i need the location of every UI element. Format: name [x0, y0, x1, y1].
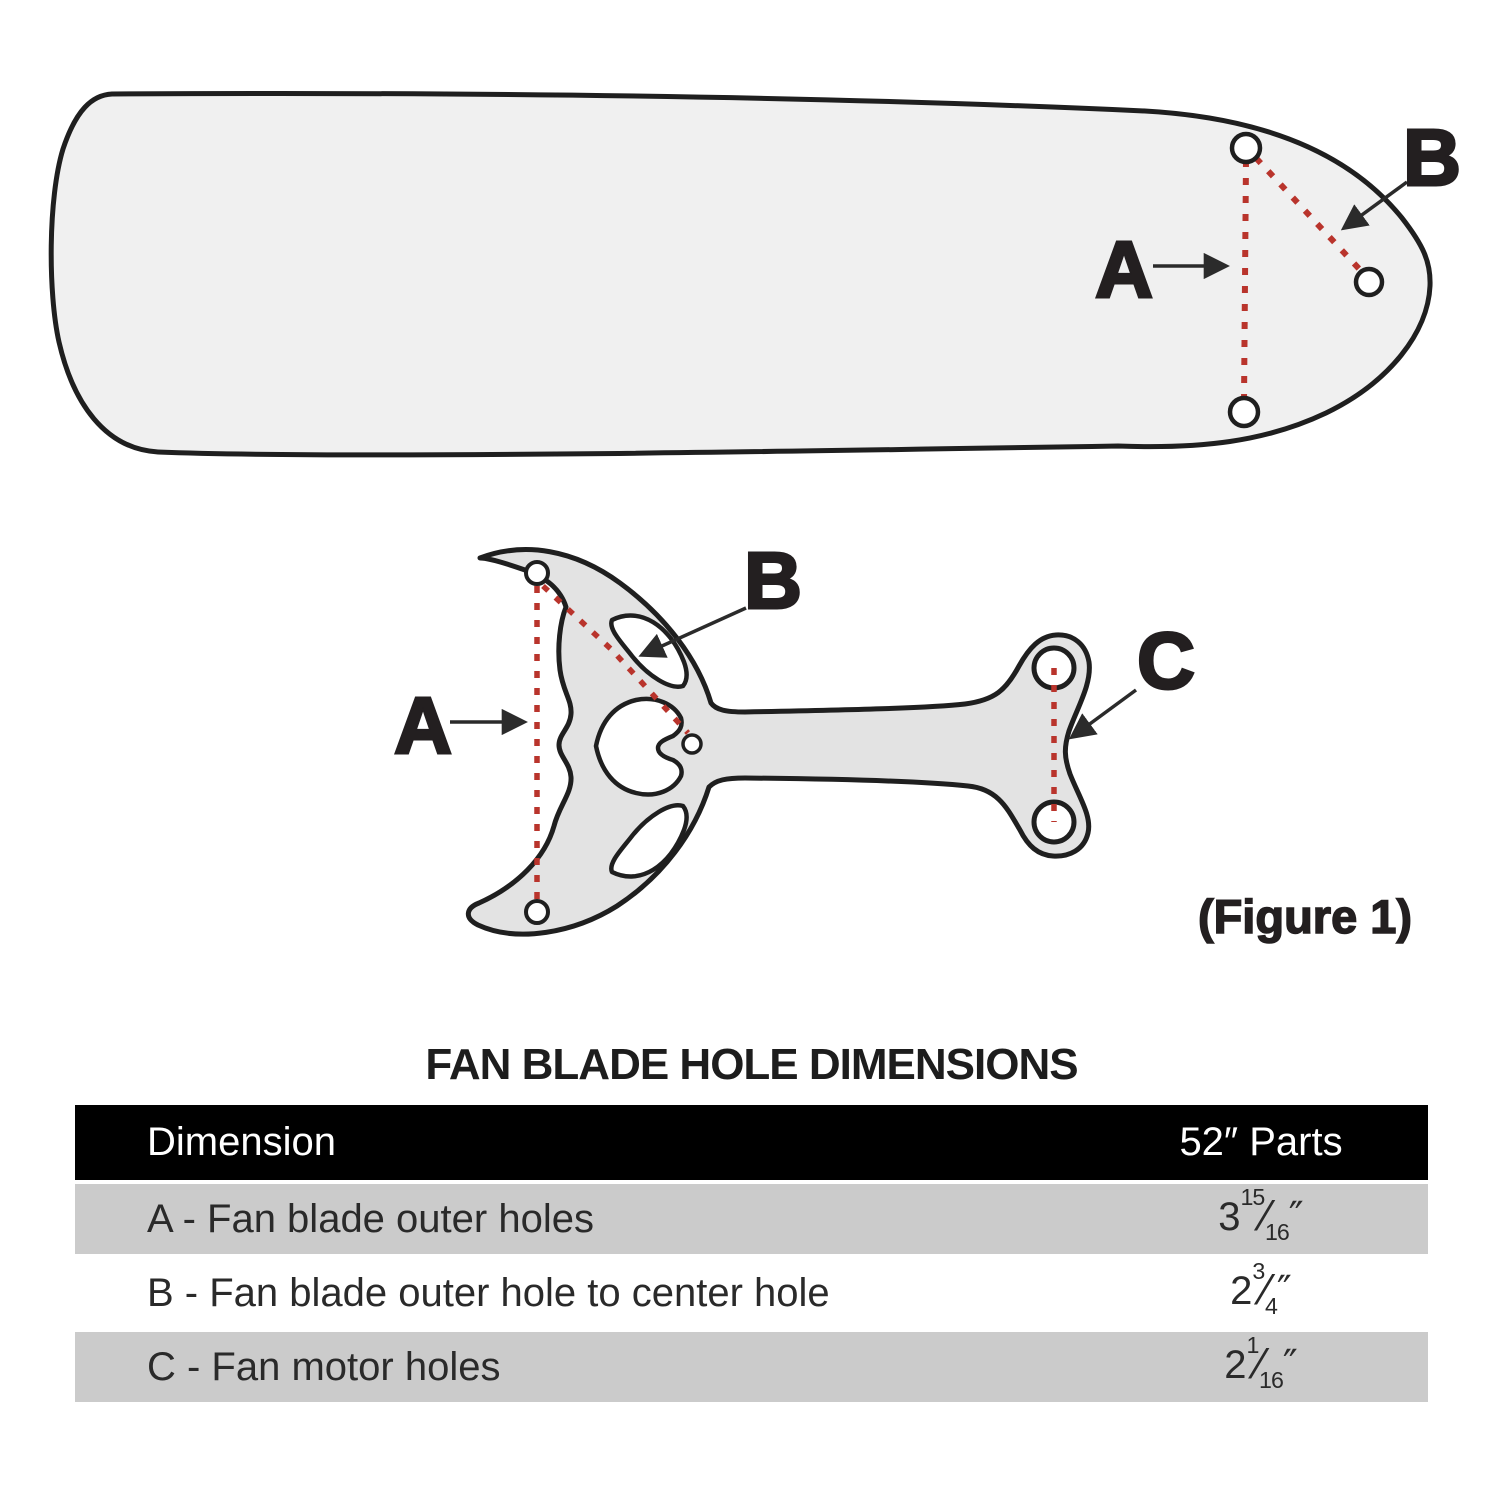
- bracket-arrow-b: [638, 606, 747, 658]
- table-row: A - Fan blade outer holes 315⁄16″: [75, 1184, 1428, 1254]
- bracket-hole-top: [524, 560, 550, 586]
- figure-1-diagram: A B A B C (Figure 1): [48, 91, 1462, 944]
- bracket-cutout-center: [593, 696, 684, 797]
- row-value: 23⁄4″: [1230, 1257, 1292, 1319]
- row-label: B - Fan blade outer hole to center hole: [147, 1270, 830, 1315]
- blade-hole-bottom: [1227, 395, 1261, 429]
- blade-hole-center: [1353, 266, 1385, 298]
- bracket-label-b: B: [744, 536, 802, 625]
- row-label: C - Fan motor holes: [147, 1344, 501, 1389]
- blade-dimension-line-a: [1241, 159, 1249, 403]
- blade-dimension-line-b: [1253, 155, 1365, 275]
- row-label: A - Fan blade outer holes: [147, 1196, 594, 1241]
- table-title: FAN BLADE HOLE DIMENSIONS: [425, 1040, 1078, 1089]
- fan-blade-shape: [48, 91, 1433, 458]
- blade-label-a: A: [1095, 225, 1153, 314]
- column-header-parts: 52″ Parts: [1179, 1120, 1343, 1164]
- dimensions-table-section: FAN BLADE HOLE DIMENSIONS Dimension 52″ …: [75, 1040, 1428, 1402]
- table-header-row: Dimension 52″ Parts: [75, 1105, 1428, 1180]
- figure-caption: (Figure 1): [1198, 890, 1412, 943]
- bracket-cutout-lower: [609, 803, 689, 879]
- blade-arrow-b: [1340, 180, 1409, 231]
- bracket-hole-bottom: [524, 899, 550, 925]
- table-row: C - Fan motor holes 21⁄16″: [75, 1332, 1428, 1402]
- bracket-hole-center: [681, 733, 703, 755]
- column-header-dimension: Dimension: [147, 1120, 336, 1164]
- blade-hole-top: [1229, 131, 1263, 165]
- table-row: B - Fan blade outer hole to center hole …: [75, 1258, 1428, 1328]
- blade-label-b: B: [1403, 113, 1461, 202]
- row-value: 315⁄16″: [1218, 1183, 1304, 1245]
- row-value: 21⁄16″: [1224, 1331, 1298, 1393]
- bracket-label-c: C: [1137, 616, 1195, 705]
- bracket-label-a: A: [394, 681, 452, 770]
- bracket-arrow-c: [1068, 688, 1138, 740]
